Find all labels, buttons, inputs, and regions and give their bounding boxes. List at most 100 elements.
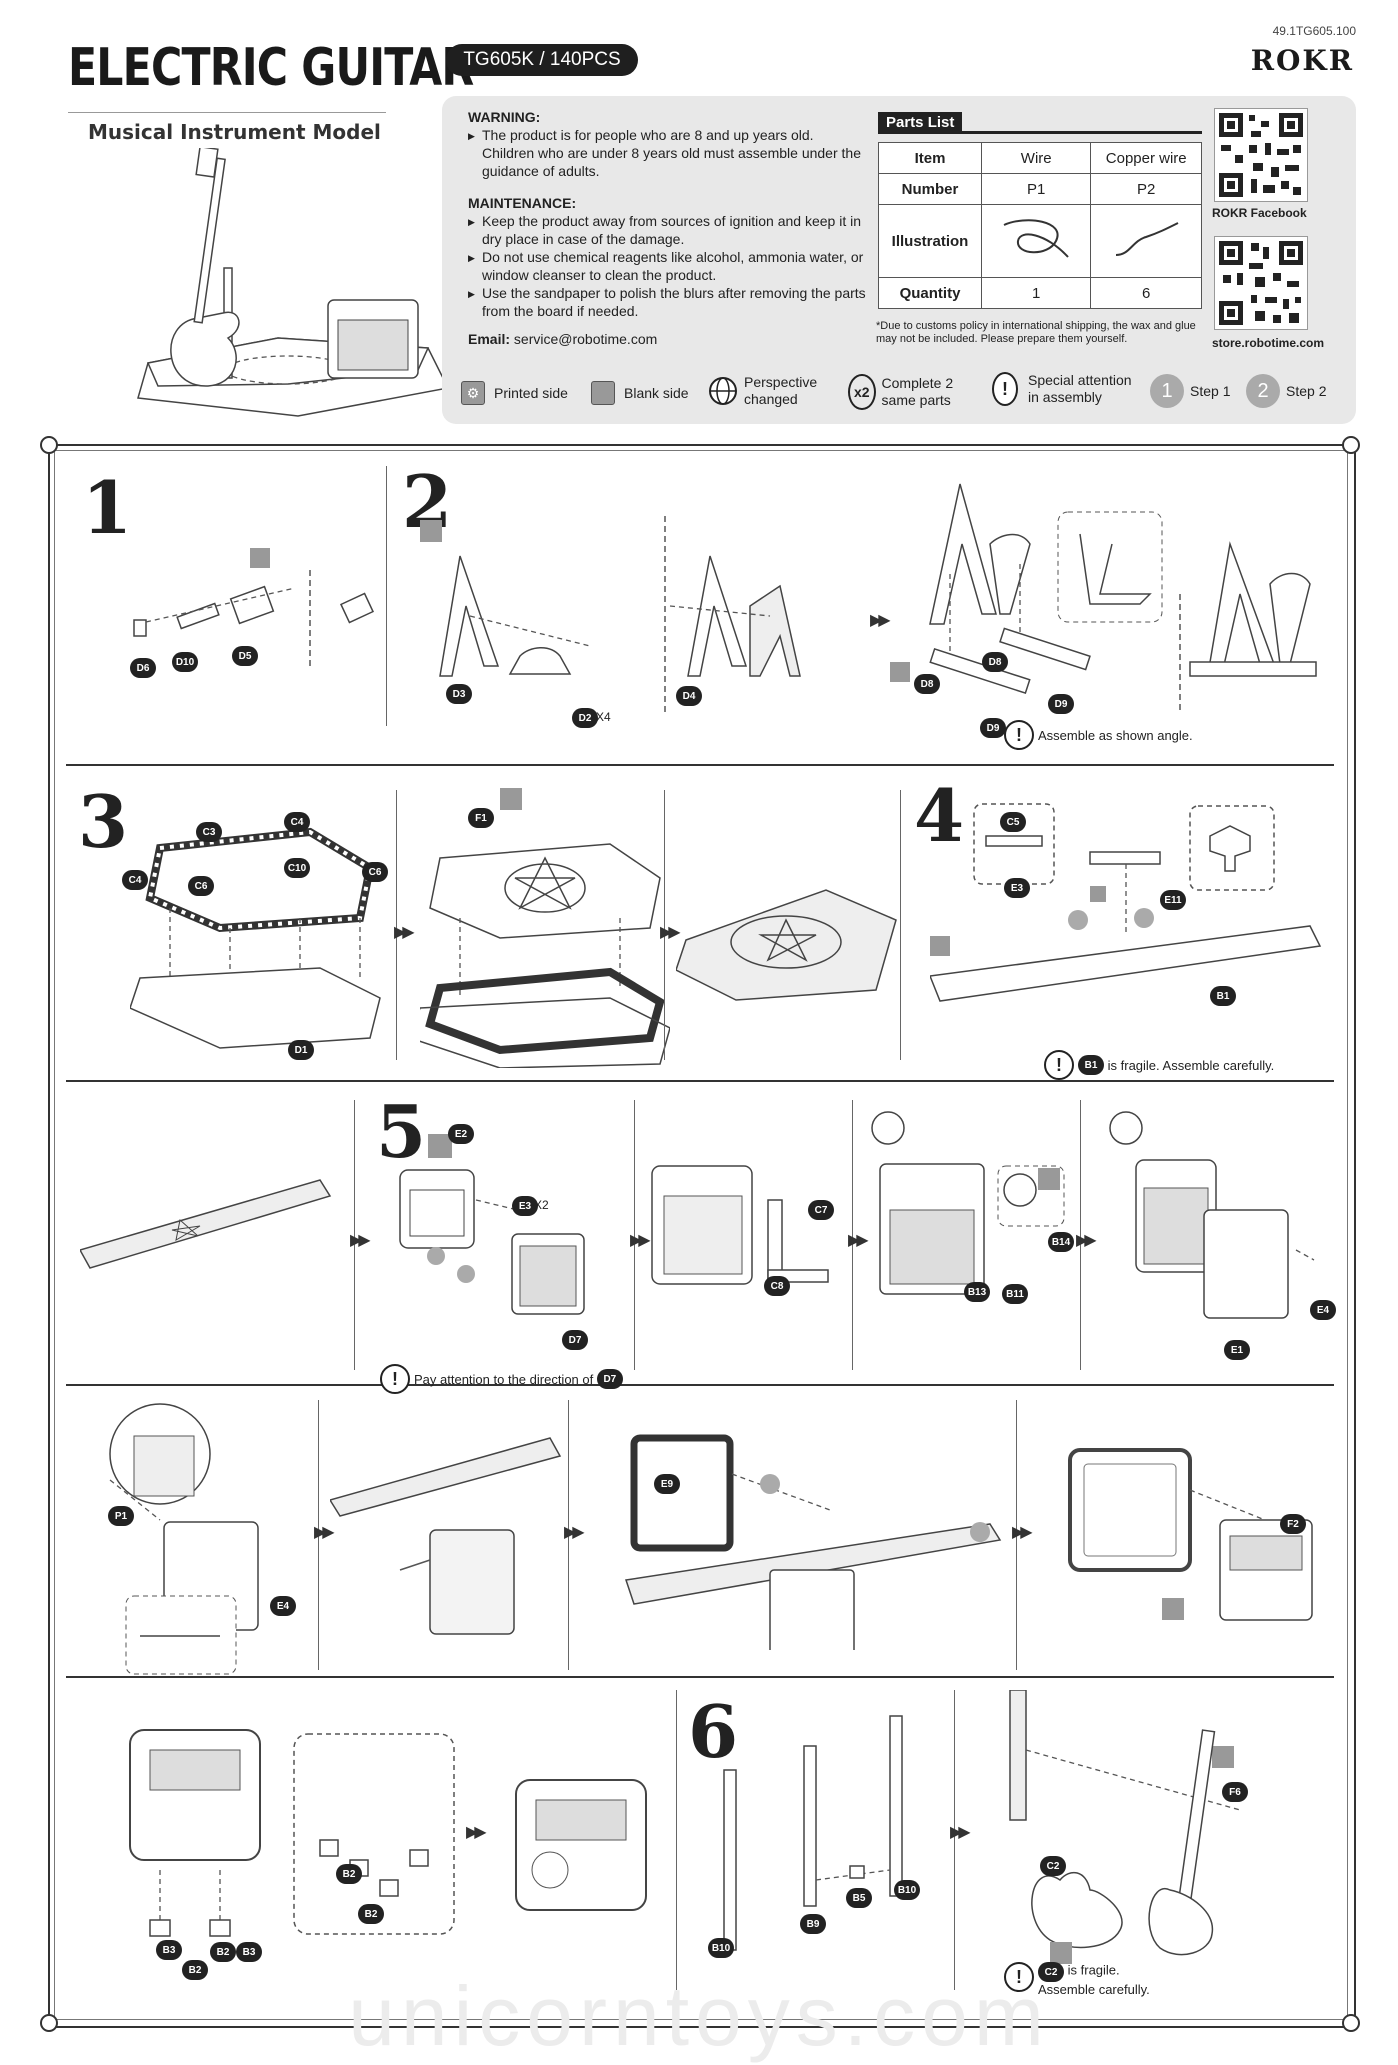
part-label: E4 xyxy=(270,1596,296,1616)
step3-result-diagram xyxy=(676,889,897,1001)
table-row: Quantity 1 6 xyxy=(878,277,1202,309)
part-label: D2 xyxy=(572,708,598,728)
column-divider xyxy=(676,1690,677,1990)
wire-routing-diagram xyxy=(109,1403,259,1675)
table-cell: Copper wire xyxy=(1090,142,1202,174)
section-divider xyxy=(66,1676,1334,1678)
table-cell: P1 xyxy=(980,173,1092,205)
facebook-qr-code[interactable] xyxy=(1214,108,1308,202)
watermark: unicorntoys.com xyxy=(348,1969,1050,2063)
document-number: 49.1TG605.100 xyxy=(1272,24,1356,38)
title-divider xyxy=(68,112,386,113)
step2-assembly-diagram xyxy=(890,483,1317,714)
part-label: C6 xyxy=(188,876,214,896)
back-panel-diagram xyxy=(1068,1448,1313,1621)
flow-arrow-icon: ▶▶ xyxy=(630,1232,651,1249)
store-qr-code[interactable] xyxy=(1214,236,1308,330)
attention-icon: ! xyxy=(992,372,1022,406)
part-label: B1 xyxy=(1210,986,1236,1006)
warning-item: The product is for people who are 8 and … xyxy=(468,126,868,180)
part-label: D8 xyxy=(914,674,940,694)
step1-diagram xyxy=(133,548,375,670)
legend-label: Blank side xyxy=(624,384,689,401)
legend-special-attention: ! Special attention in assembly xyxy=(992,372,1142,406)
part-label: B9 xyxy=(800,1914,826,1934)
part-label: E4 xyxy=(1310,1300,1336,1320)
legend-label: Complete 2 same parts xyxy=(881,375,954,408)
frame-corner xyxy=(1342,2014,1360,2032)
part-label: D9 xyxy=(1048,694,1074,714)
column-divider xyxy=(900,790,901,1060)
part-label: E3 xyxy=(512,1196,538,1216)
wire-icon xyxy=(1003,219,1069,258)
table-cell: 1 xyxy=(980,277,1092,309)
note-text: Pay attention to the direction of xyxy=(414,1371,594,1387)
amp-result-diagram xyxy=(515,1779,647,1911)
column-divider xyxy=(396,790,397,1060)
step-number-1: 1 xyxy=(82,465,133,550)
legend-step-1: 1 Step 1 xyxy=(1150,374,1230,408)
frame-mount-diagram xyxy=(625,1434,1002,1650)
part-label: E1 xyxy=(1224,1340,1250,1360)
part-label: E11 xyxy=(1160,890,1186,910)
column-divider xyxy=(1016,1400,1017,1670)
part-label: B1 xyxy=(1078,1055,1104,1075)
flow-arrow-icon: ▶▶ xyxy=(350,1232,371,1249)
maintenance-heading: MAINTENANCE: xyxy=(468,195,577,211)
part-label: C5 xyxy=(1000,812,1026,832)
parts-table: Item Wire Copper wire Number P1 P2 Illus… xyxy=(878,142,1202,309)
table-row: Item Wire Copper wire xyxy=(878,142,1202,174)
table-cell: 6 xyxy=(1090,277,1202,309)
page-title: ELECTRIC GUITAR xyxy=(68,38,474,98)
page-subtitle: Musical Instrument Model xyxy=(88,120,381,144)
facebook-qr-label: ROKR Facebook xyxy=(1212,206,1307,220)
store-qr-label: store.robotime.com xyxy=(1212,336,1325,350)
column-divider xyxy=(568,1400,569,1670)
note-text: is fragile. xyxy=(1067,1962,1120,1978)
step6-neck-diagram xyxy=(723,1715,903,1951)
row-header: Illustration xyxy=(878,204,982,278)
parts-footnote: *Due to customs policy in international … xyxy=(876,320,1196,345)
part-label: B3 xyxy=(156,1940,182,1960)
attention-icon: ! xyxy=(1004,720,1034,750)
flow-arrow-icon: ▶▶ xyxy=(1012,1524,1033,1541)
legend-label: Perspective changed xyxy=(744,374,818,407)
legend-perspective: Perspective changed xyxy=(708,374,838,408)
product-illustration xyxy=(137,148,450,417)
legend-label: Step 2 xyxy=(1286,382,1327,399)
column-divider xyxy=(664,790,665,1060)
frame-corner xyxy=(1342,436,1360,454)
d7-direction-note: ! Pay attention to the direction of D7 xyxy=(380,1364,623,1394)
part-label: E9 xyxy=(654,1474,680,1494)
part-label: D9 xyxy=(980,718,1006,738)
flow-arrow-icon: ▶▶ xyxy=(394,924,415,941)
flow-arrow-icon: ▶▶ xyxy=(848,1232,869,1249)
printed-side-icon: ⚙ xyxy=(458,378,488,408)
wire-illustration xyxy=(980,204,1092,278)
email-link[interactable]: service@robotime.com xyxy=(513,331,658,347)
column-divider xyxy=(634,1100,635,1370)
part-label: B10 xyxy=(708,1938,734,1958)
legend-printed-side: ⚙ Printed side xyxy=(458,378,568,408)
part-label: B10 xyxy=(894,1880,920,1900)
column-divider xyxy=(354,1100,355,1370)
step5-panel-diagram xyxy=(651,1165,829,1285)
step3-top-diagram xyxy=(420,788,670,1068)
quantity-label: X4 xyxy=(596,710,611,724)
email-label: Email: xyxy=(468,331,511,347)
section-divider xyxy=(66,1384,1334,1386)
row-header: Quantity xyxy=(878,277,982,309)
part-label: C8 xyxy=(764,1276,790,1296)
legend-label: Special attention in assembly xyxy=(1028,372,1132,405)
flow-arrow-icon: ▶▶ xyxy=(314,1524,335,1541)
fretboard-result-diagram xyxy=(80,1179,332,1269)
maintenance-item: Keep the product away from sources of ig… xyxy=(468,212,868,248)
part-label: D8 xyxy=(982,652,1008,672)
legend-label: Printed side xyxy=(494,384,568,401)
maintenance-item: Do not use chemical reagents like alcoho… xyxy=(468,248,868,284)
part-label: P1 xyxy=(108,1506,134,1526)
row-header: Number xyxy=(878,173,982,205)
copper-wire-illustration xyxy=(1090,204,1202,278)
flow-arrow-icon: ▶▶ xyxy=(1076,1232,1097,1249)
attention-icon: ! xyxy=(380,1364,410,1394)
